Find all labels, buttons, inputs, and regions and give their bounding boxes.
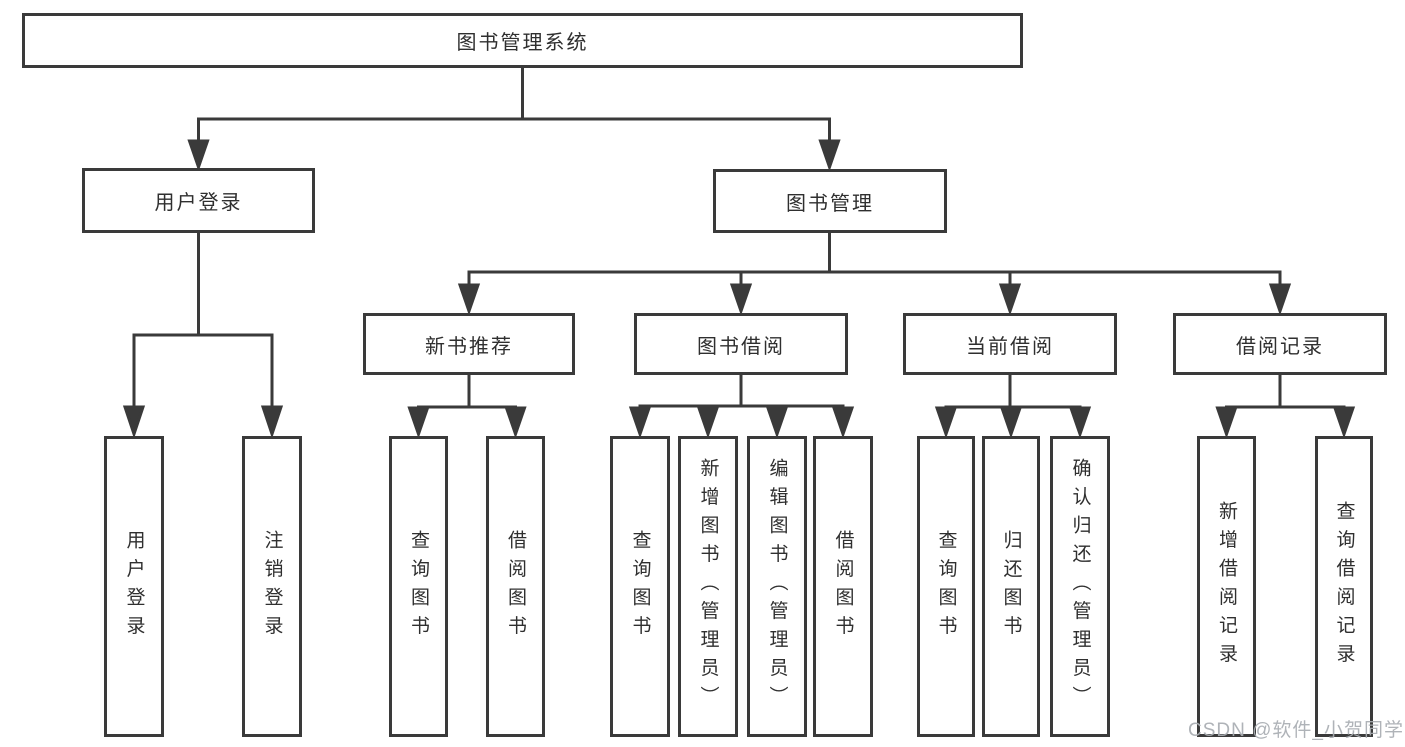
node-book-management-label: 图书管理 (786, 192, 874, 215)
leaf-edit-book-admin-label: 编辑图书（管理员） (766, 458, 788, 715)
leaf-return-books-label: 归还图书 (1000, 529, 1022, 644)
node-book-borrow: 图书借阅 (634, 313, 848, 375)
leaf-query-books-current: 查询图书 (917, 436, 975, 737)
node-book-borrow-label: 图书借阅 (697, 335, 785, 358)
node-root-label: 图书管理系统 (456, 32, 589, 54)
leaf-query-borrow-record-label: 查询借阅记录 (1333, 501, 1355, 672)
leaf-add-book-admin-label: 新增图书（管理员） (697, 458, 719, 715)
leaf-user-login: 用户登录 (104, 436, 164, 737)
leaf-query-books-current-label: 查询图书 (935, 529, 957, 644)
leaf-user-login-label: 用户登录 (123, 529, 145, 644)
node-borrow-records: 借阅记录 (1173, 313, 1387, 375)
node-new-book-recommend: 新书推荐 (363, 313, 575, 375)
node-new-book-recommend-label: 新书推荐 (425, 335, 513, 358)
leaf-edit-book-admin: 编辑图书（管理员） (747, 436, 807, 737)
leaf-query-borrow-record: 查询借阅记录 (1315, 436, 1373, 737)
node-user-login: 用户登录 (82, 168, 315, 233)
leaf-logout: 注销登录 (242, 436, 302, 737)
leaf-query-books-recommend: 查询图书 (389, 436, 448, 737)
leaf-borrow-books-recommend-label: 借阅图书 (505, 529, 526, 644)
node-book-management: 图书管理 (713, 169, 947, 233)
leaf-borrow-books-recommend: 借阅图书 (486, 436, 545, 737)
watermark: CSDN @软件_小贺同学 (1188, 720, 1404, 741)
leaf-borrow-books-label: 借阅图书 (832, 529, 854, 644)
leaf-return-books: 归还图书 (982, 436, 1040, 737)
leaf-query-books-recommend-label: 查询图书 (408, 529, 429, 644)
leaf-add-borrow-record: 新增借阅记录 (1197, 436, 1256, 737)
node-current-borrow: 当前借阅 (903, 313, 1117, 375)
node-borrow-records-label: 借阅记录 (1236, 335, 1324, 358)
leaf-confirm-return-admin: 确认归还（管理员） (1050, 436, 1110, 737)
node-current-borrow-label: 当前借阅 (966, 335, 1054, 358)
leaf-query-books-borrow-label: 查询图书 (629, 529, 651, 644)
leaf-confirm-return-admin-label: 确认归还（管理员） (1069, 458, 1091, 715)
leaf-add-book-admin: 新增图书（管理员） (678, 436, 738, 737)
node-root: 图书管理系统 (22, 13, 1023, 68)
leaf-add-borrow-record-label: 新增借阅记录 (1216, 501, 1237, 672)
node-user-login-label: 用户登录 (154, 192, 243, 214)
leaf-borrow-books: 借阅图书 (813, 436, 873, 737)
leaf-query-books-borrow: 查询图书 (610, 436, 670, 737)
leaf-logout-label: 注销登录 (261, 529, 283, 644)
